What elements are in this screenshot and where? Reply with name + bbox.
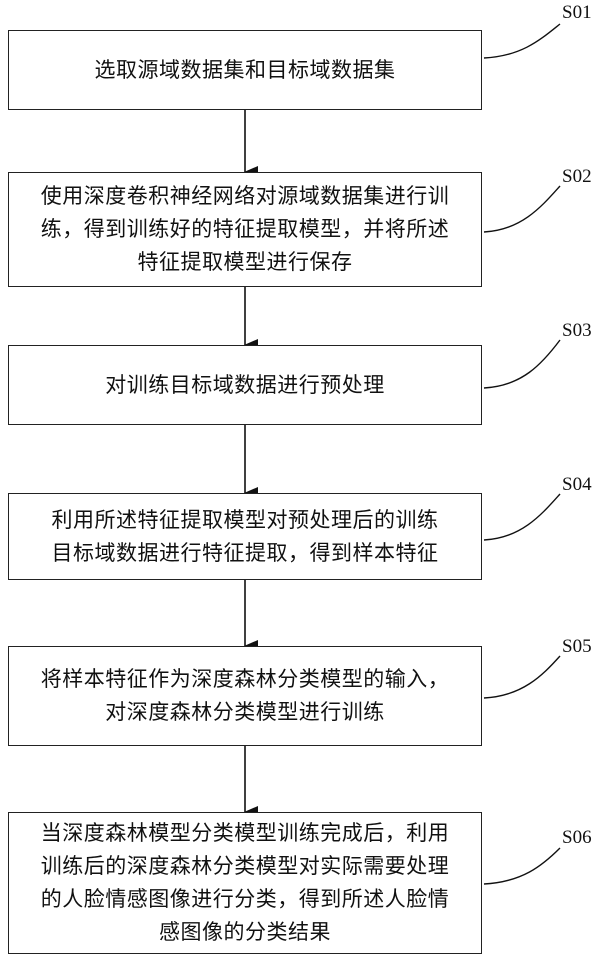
leader-s06	[484, 848, 560, 884]
step-label-s04: S04	[562, 474, 592, 496]
step-box-s01: 选取源域数据集和目标域数据集	[8, 30, 482, 110]
step-text-s04: 利用所述特征提取模型对预处理后的训练 目标域数据进行特征提取，得到样本特征	[42, 504, 449, 570]
leader-s01	[484, 24, 560, 58]
step-label-s01: S01	[562, 2, 592, 24]
step-text-s03: 对训练目标域数据进行预处理	[95, 369, 395, 402]
step-box-s05: 将样本特征作为深度森林分类模型的输入， 对深度森林分类模型进行训练	[8, 646, 482, 746]
step-text-s06: 当深度森林模型分类模型训练完成后，利用 训练后的深度森林分类模型对实际需要处理 …	[31, 817, 460, 949]
step-label-s03: S03	[562, 320, 592, 342]
step-label-s02: S02	[562, 166, 592, 188]
step-text-s02: 使用深度卷积神经网络对源域数据集进行训 练，得到训练好的特征提取模型，并将所述 …	[31, 180, 460, 279]
step-box-s03: 对训练目标域数据进行预处理	[8, 345, 482, 425]
leader-s03	[484, 340, 560, 388]
leader-s02	[484, 186, 560, 232]
step-label-s06: S06	[562, 827, 592, 849]
step-box-s06: 当深度森林模型分类模型训练完成后，利用 训练后的深度森林分类模型对实际需要处理 …	[8, 812, 482, 954]
step-box-s04: 利用所述特征提取模型对预处理后的训练 目标域数据进行特征提取，得到样本特征	[8, 493, 482, 580]
leader-s05	[484, 656, 560, 698]
step-text-s01: 选取源域数据集和目标域数据集	[85, 54, 406, 87]
leader-s04	[484, 494, 560, 540]
step-text-s05: 将样本特征作为深度森林分类模型的输入， 对深度森林分类模型进行训练	[31, 663, 460, 729]
step-box-s02: 使用深度卷积神经网络对源域数据集进行训 练，得到训练好的特征提取模型，并将所述 …	[8, 172, 482, 287]
step-label-s05: S05	[562, 636, 592, 658]
